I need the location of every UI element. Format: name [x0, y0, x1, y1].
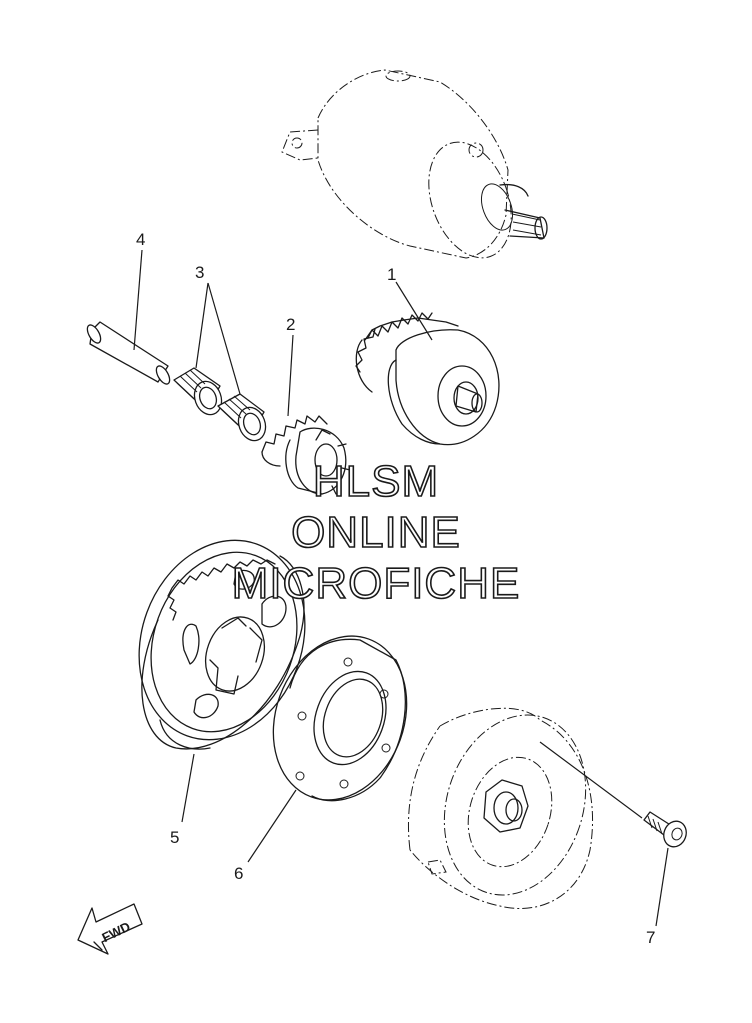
fwd-arrow-icon: FWD: [77, 903, 143, 955]
watermark-line-1: HLSM: [312, 457, 440, 506]
callout-5: 5: [170, 828, 179, 847]
part-3-needle-bearings: [173, 367, 267, 442]
callout-3: 3: [195, 263, 204, 282]
part-7-bolt: [539, 741, 687, 848]
leader-lines: [133, 249, 669, 927]
watermark-line-2: ONLINE: [290, 508, 461, 557]
watermark-line-3: MICROFICHE: [231, 559, 521, 608]
callout-4: 4: [136, 230, 145, 249]
part-1-starter-gear: [355, 312, 500, 446]
callout-7: 7: [646, 928, 655, 947]
starter-motor-outline: [281, 69, 548, 259]
callout-6: 6: [234, 864, 243, 883]
part-5-wheel-gear: [138, 539, 306, 750]
callout-2: 2: [286, 315, 295, 334]
part-6-one-way-clutch: [272, 635, 408, 802]
part-2-idler-gear: [261, 415, 351, 495]
part-4-shaft: [86, 321, 171, 385]
callout-1: 1: [387, 265, 396, 284]
flywheel-outline: [407, 707, 594, 910]
